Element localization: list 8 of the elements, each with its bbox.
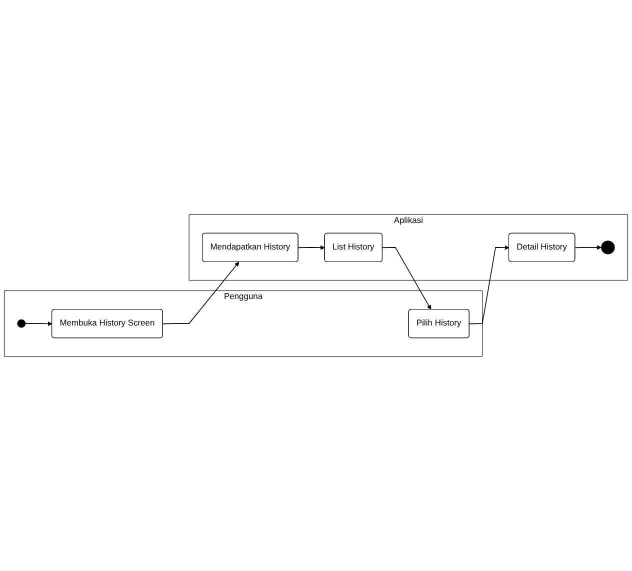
arrow [574, 245, 602, 250]
node-bullseye [601, 240, 615, 254]
node-circle [17, 319, 26, 328]
arrow [468, 245, 510, 324]
arrow [298, 245, 325, 250]
arrow [382, 247, 432, 310]
arrow [162, 262, 240, 324]
arrow [24, 321, 52, 326]
